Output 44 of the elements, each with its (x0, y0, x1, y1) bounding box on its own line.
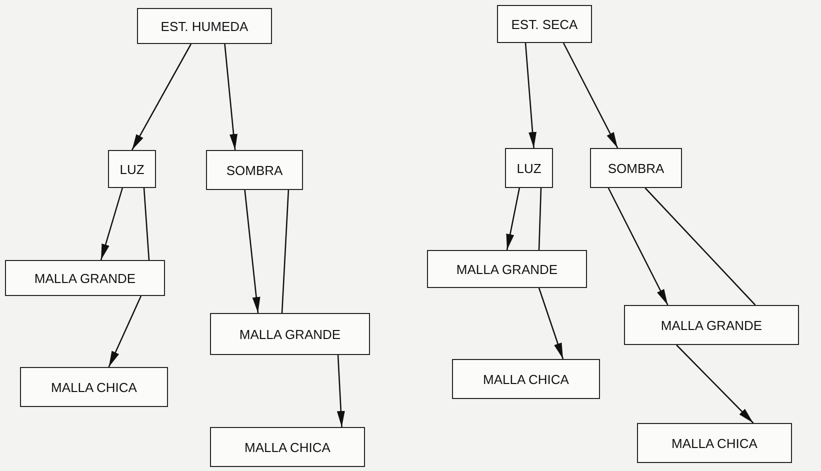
node-label: LUZ (516, 160, 542, 176)
node-label: MALLA CHICA (672, 436, 758, 450)
arrow (100, 188, 124, 260)
label-box (5, 260, 165, 296)
label-box (137, 8, 272, 44)
arrow (524, 42, 537, 148)
label-box (590, 148, 682, 188)
label-box (210, 427, 365, 467)
node-label: MALLA CHICA (483, 372, 569, 386)
connector-line (644, 188, 756, 306)
label-box (206, 150, 303, 190)
arrow (676, 344, 754, 424)
label-box (624, 305, 799, 345)
label-box (427, 250, 587, 288)
label-box (20, 367, 168, 407)
label-box (210, 313, 370, 355)
arrow (108, 296, 142, 368)
connector-line (538, 188, 542, 250)
label-box (452, 359, 600, 399)
arrow (336, 354, 345, 428)
arrow (244, 190, 260, 314)
arrow (562, 42, 618, 148)
arrow (224, 44, 238, 150)
node-label: MALLA GRANDE (239, 326, 341, 342)
label-box (505, 148, 553, 188)
node-label: MALLA CHICA (244, 440, 330, 454)
label-box (637, 423, 792, 463)
node-label: MALLA CHICA (51, 380, 137, 394)
node-label: MALLA GRANDE (34, 270, 136, 286)
label-box (497, 5, 592, 43)
node-label: EST. SECA (511, 16, 578, 32)
label-box (108, 150, 156, 188)
node-label: SOMBRA (226, 162, 283, 178)
node-label: EST. HUMEDA (160, 18, 248, 34)
node-label: MALLA GRANDE (456, 262, 558, 276)
node-label: MALLA GRANDE (660, 318, 762, 332)
node-label: SOMBRA (608, 160, 664, 176)
connector-line (143, 188, 150, 260)
arrow (506, 188, 520, 250)
arrow (538, 288, 564, 360)
node-label: LUZ (120, 162, 144, 176)
arrow (131, 44, 192, 150)
arrow (608, 188, 668, 306)
connector-line (281, 190, 290, 314)
